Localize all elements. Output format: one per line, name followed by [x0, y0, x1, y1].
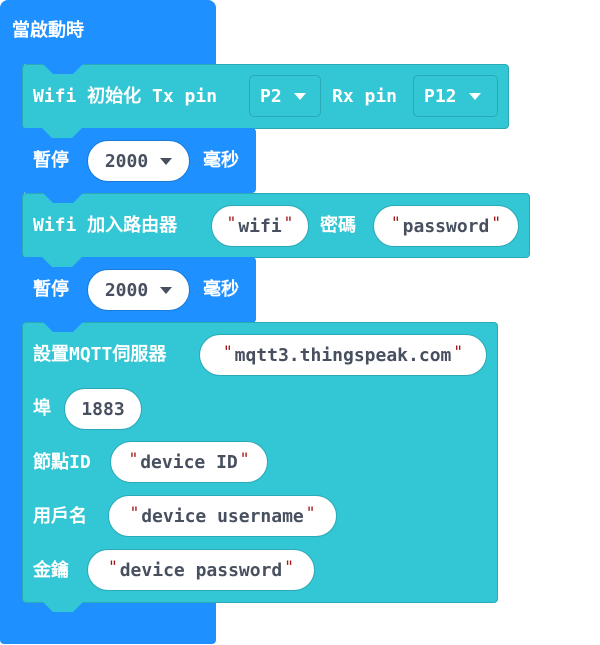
client-id-label: 節點ID	[33, 452, 91, 473]
chevron-down-icon	[468, 92, 481, 100]
mqtt-server-input[interactable]: "mqtt3.thingspeak.com"	[199, 334, 487, 376]
notch	[42, 128, 82, 138]
username-label: 用戶名	[33, 506, 87, 527]
key-value: device password	[119, 559, 283, 581]
ssid-value: wifi	[238, 215, 282, 237]
password-value: password	[402, 215, 490, 237]
username-input[interactable]: "device username"	[108, 495, 337, 537]
chevron-down-icon	[160, 157, 173, 165]
pause-value: 2000	[104, 279, 149, 301]
port-label: 埠	[33, 398, 51, 419]
pause-duration-dropdown[interactable]: 2000	[87, 269, 190, 311]
rx-pin-label: Rx pin	[332, 86, 398, 107]
tx-pin-value: P2	[260, 85, 282, 107]
pause-duration-dropdown[interactable]: 2000	[87, 140, 190, 182]
rx-pin-value: P12	[424, 85, 457, 107]
password-input[interactable]: "password"	[373, 205, 519, 247]
wifi-join-label: Wifi 加入路由器	[33, 215, 178, 236]
pause-unit: 毫秒	[203, 279, 239, 300]
key-input[interactable]: "device password"	[87, 549, 315, 591]
on-start-footer	[0, 600, 216, 644]
notch	[43, 602, 83, 612]
port-value: 1883	[81, 398, 125, 420]
on-start-label: 當啟動時	[12, 20, 84, 41]
port-input[interactable]: 1883	[64, 388, 142, 430]
notch	[43, 64, 83, 74]
on-start-rail	[0, 60, 24, 605]
client-id-input[interactable]: "device ID"	[110, 441, 268, 483]
mqtt-server-value: mqtt3.thingspeak.com	[234, 344, 452, 366]
notch	[42, 257, 82, 267]
rx-pin-dropdown[interactable]: P12	[413, 75, 498, 117]
username-value: device username	[141, 505, 304, 527]
pause-label: 暫停	[33, 279, 69, 300]
notch	[43, 322, 83, 332]
on-start-block[interactable]	[0, 0, 216, 64]
tx-pin-dropdown[interactable]: P2	[249, 75, 321, 117]
chevron-down-icon	[293, 92, 306, 100]
chevron-down-icon	[160, 286, 173, 294]
wifi-init-label: Wifi 初始化 Tx pin	[33, 86, 218, 107]
notch	[43, 193, 83, 203]
pause-value: 2000	[104, 150, 149, 172]
client-id-value: device ID	[140, 451, 238, 473]
key-label: 金鑰	[33, 560, 69, 581]
ssid-input[interactable]: "wifi"	[211, 205, 309, 247]
password-label: 密碼	[320, 215, 356, 236]
pause-label: 暫停	[33, 150, 69, 171]
pause-unit: 毫秒	[203, 150, 239, 171]
mqtt-server-label: 設置MQTT伺服器	[33, 344, 167, 365]
